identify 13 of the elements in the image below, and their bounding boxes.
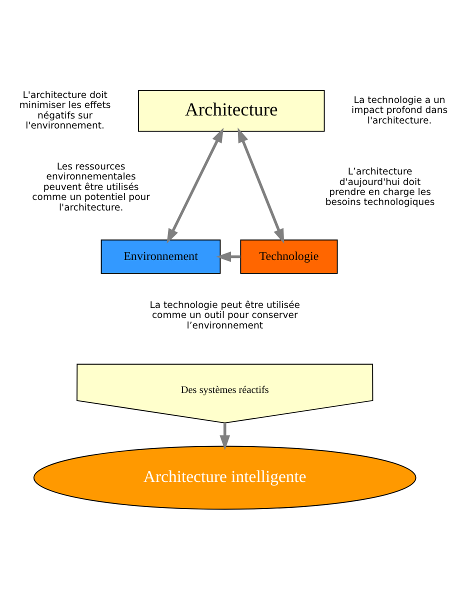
- label: Les ressources environnementales peuvent être utilisés comme un potentiel pour l'architecture.: [32, 161, 150, 214]
- arrow: [216, 252, 240, 262]
- node-box: Architecture: [138, 90, 325, 132]
- arrow: [220, 422, 230, 450]
- arrow: [166, 128, 224, 244]
- node-ellipse: Architecture intelligente: [33, 446, 416, 510]
- node-box: Technologie: [240, 240, 338, 274]
- node-box: Environnement: [100, 240, 221, 274]
- label: La technologie peut être utilisée comme un outil pour conserver l’environnement: [150, 300, 300, 332]
- arrow: [238, 128, 284, 244]
- label: L'architecture doit minimiser les effets négatifs sur l'environnement.: [19, 90, 111, 132]
- label: L’architecture d'aujourd'hui doit prendre en charge les besoins technologiques: [325, 166, 435, 208]
- label: La technologie a un impact profond dans l'architecture.: [352, 94, 448, 126]
